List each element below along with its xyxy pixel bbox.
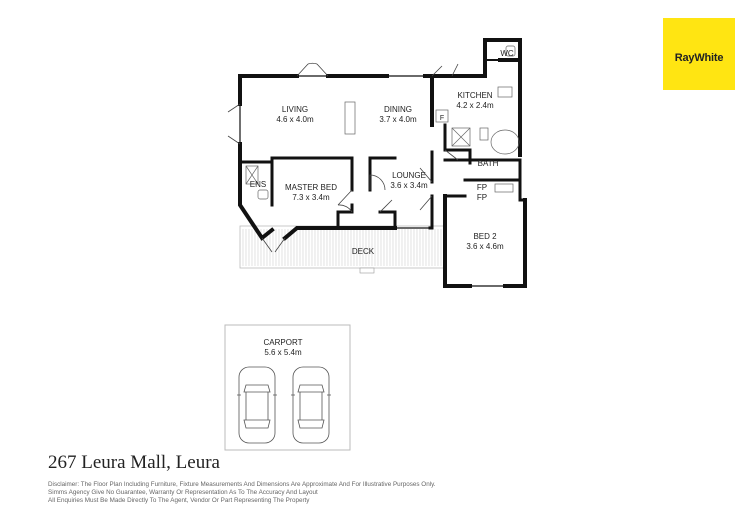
lounge-size: 3.6 x 3.4m [390,181,428,190]
carport-size: 5.6 x 5.4m [264,348,302,357]
kitchen-size: 4.2 x 2.4m [456,101,494,110]
shower [451,127,471,147]
disclaimer: Disclaimer: The Floor Plan Including Fur… [48,481,518,504]
bathtub [490,129,520,155]
logo-text: RayWhite [674,52,724,64]
living-label: LIVING [282,105,308,114]
dining-table [344,101,356,135]
ens-toilet [257,189,269,200]
bed2-size: 3.6 x 4.6m [466,242,504,251]
bath-label: BATH [478,159,499,168]
disclaimer-line: Disclaimer: The Floor Plan Including Fur… [48,481,436,488]
disclaimer-line: All Enquiries Must Be Made Directly To T… [48,496,310,504]
carport-label: CARPORT [264,338,303,347]
car-left [237,366,277,444]
lounge-label: LOUNGE [392,171,426,180]
room-labels: LIVING 4.6 x 4.0m DINING 3.7 x 4.0m KITC… [250,49,514,256]
carport: CARPORT 5.6 x 5.4m [224,324,351,451]
wc-label: WC [500,49,514,58]
dining-size: 3.7 x 4.0m [379,115,417,124]
bed2-label: BED 2 [473,232,497,241]
kitchen-label: KITCHEN [457,91,492,100]
fp-label-1: FP [477,183,487,192]
ens-label: ENS [250,180,266,189]
master-bed-size: 7.3 x 3.4m [292,193,330,202]
car-right [291,366,331,444]
living-size: 4.6 x 4.0m [276,115,314,124]
dining-label: DINING [384,105,412,114]
basin [479,127,489,141]
toilet [505,45,516,57]
master-bed-label: MASTER BED [285,183,337,192]
fp-label-2: FP [477,193,487,202]
ens-shower [245,165,259,185]
fixtures [245,45,520,200]
property-address: 267 Leura Mall, Leura [48,452,220,473]
deck-label: DECK [352,247,375,256]
disclaimer-line: Simms Agency Give No Guarantee, Warranty… [48,488,318,496]
fridge-label: F [440,115,444,122]
raywhite-logo: RayWhite [663,18,735,90]
walls [238,38,527,288]
doors [227,62,459,253]
